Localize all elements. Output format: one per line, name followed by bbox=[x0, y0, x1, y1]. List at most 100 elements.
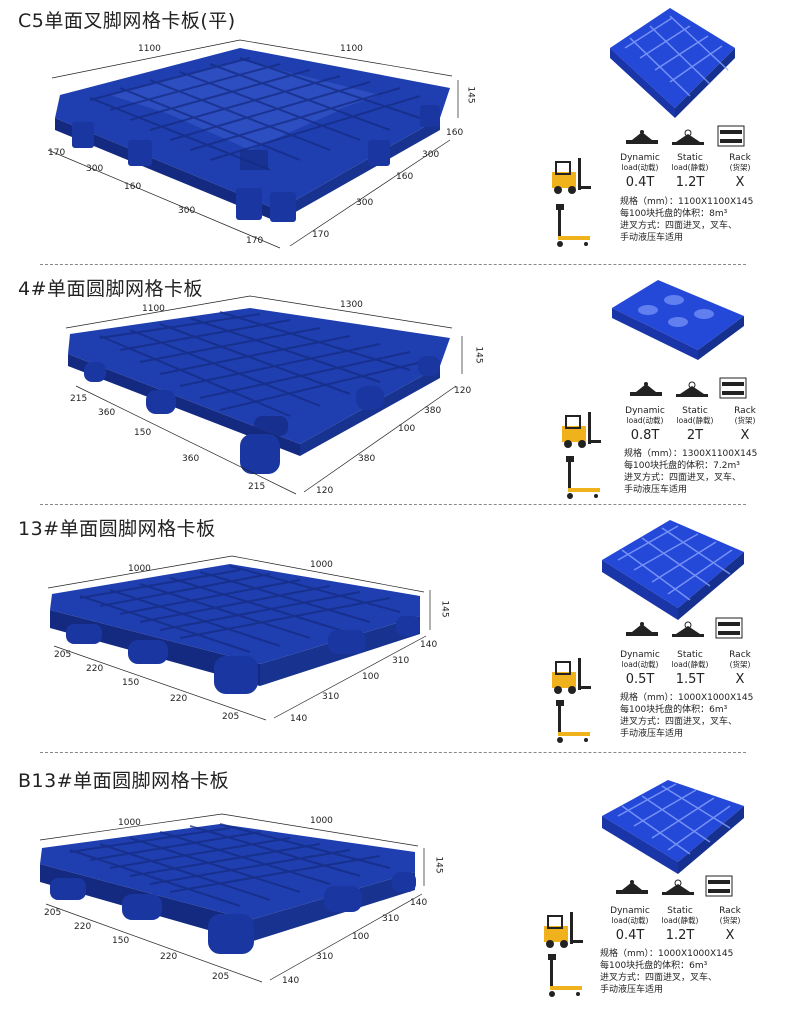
left-dim-4: 220 bbox=[170, 694, 188, 704]
load-static-icon bbox=[672, 621, 704, 637]
load-rack-label: Rack bbox=[729, 153, 751, 163]
load-rack-label: Rack bbox=[734, 406, 756, 416]
load-dynamic-icon bbox=[626, 622, 658, 636]
right-dim-5: 120 bbox=[316, 486, 334, 496]
spec-text: 规格（mm）：1000X1000X145 每100块托盘的体积：6m³ 进叉方式… bbox=[600, 948, 733, 996]
spec-volume: 每100块托盘的体积：6m³ bbox=[600, 961, 708, 971]
forklift-icon bbox=[544, 912, 583, 948]
left-dim-5: 215 bbox=[248, 482, 266, 492]
pallet-illustration bbox=[47, 39, 459, 249]
load-rack-icon bbox=[719, 377, 747, 399]
load-dynamic-label: Dynamic bbox=[620, 153, 660, 163]
load-rack-sub: (货架) bbox=[719, 916, 741, 925]
load-static-sub: load(静载) bbox=[676, 416, 714, 425]
top-dim-right: 1000 bbox=[310, 560, 333, 570]
load-rack: Rack (货架) X bbox=[720, 406, 770, 444]
left-dim-1: 205 bbox=[44, 908, 62, 918]
product-section-b13: B13#单面圆脚网格卡板 1000 1000 145 bbox=[0, 754, 790, 1023]
right-dim-4: 310 bbox=[316, 952, 334, 962]
spec-fork-entry: 进叉方式：四面进叉，叉车、 bbox=[624, 473, 742, 483]
right-dim-4: 380 bbox=[358, 454, 376, 464]
load-static: Static load(静载) 1.5T bbox=[665, 650, 715, 688]
left-dim-3: 150 bbox=[134, 428, 152, 438]
left-dim-1: 170 bbox=[48, 148, 66, 158]
load-rack-value: X bbox=[735, 672, 745, 687]
load-static-value: 2T bbox=[686, 428, 704, 443]
top-dim-right: 1000 bbox=[310, 816, 333, 826]
load-static-label: Static bbox=[682, 406, 708, 416]
load-static-sub: load(静载) bbox=[671, 163, 709, 172]
load-rack-sub: (货架) bbox=[734, 416, 756, 425]
right-dim-3: 100 bbox=[352, 932, 370, 942]
load-static-label: Static bbox=[667, 906, 693, 916]
load-dynamic-value: 0.4T bbox=[625, 175, 655, 190]
right-dim-1: 140 bbox=[410, 898, 428, 908]
top-dim-right: 1300 bbox=[340, 300, 363, 310]
top-dim-left: 1100 bbox=[142, 304, 165, 314]
left-dim-3: 160 bbox=[124, 182, 142, 192]
spec-volume: 每100块托盘的体积：7.2m³ bbox=[624, 461, 740, 471]
left-dim-1: 205 bbox=[54, 650, 72, 660]
right-dim-2: 300 bbox=[422, 150, 440, 160]
spec-volume: 每100块托盘的体积：6m³ bbox=[620, 705, 728, 715]
right-dim-5: 170 bbox=[312, 230, 330, 240]
spec-applicable: 手动液压车适用 bbox=[600, 985, 664, 995]
section-divider bbox=[40, 504, 746, 505]
load-static-value: 1.2T bbox=[665, 928, 695, 943]
left-dim-4: 360 bbox=[182, 454, 200, 464]
spec-text: 规格（mm）：1000X1000X145 每100块托盘的体积：6m³ 进叉方式… bbox=[620, 692, 753, 740]
left-dim-5: 205 bbox=[212, 972, 230, 982]
spec-applicable: 手动液压车适用 bbox=[620, 729, 684, 739]
load-dynamic-sub: load(动载) bbox=[621, 660, 659, 669]
left-dim-2: 220 bbox=[74, 922, 92, 932]
load-rack-sub: (货架) bbox=[729, 660, 751, 669]
load-ratings: Dynamic load(动载) 0.4T Static load(静载) 1.… bbox=[615, 153, 765, 191]
hand-pallet-jack-icon bbox=[556, 204, 590, 247]
load-ratings: Dynamic load(动载) 0.5T Static load(静载) 1.… bbox=[615, 650, 765, 688]
load-rack: Rack (货架) X bbox=[715, 153, 765, 191]
product-title: 4#单面圆脚网格卡板 bbox=[18, 278, 204, 300]
spec-text: 规格（mm）：1100X1100X145 每100块托盘的体积：8m³ 进叉方式… bbox=[620, 196, 753, 244]
right-dim-5: 140 bbox=[282, 976, 300, 986]
spec-size: 规格（mm）：1000X1000X145 bbox=[620, 693, 754, 703]
pallet-illustration bbox=[47, 555, 431, 721]
top-dim-left: 1100 bbox=[138, 44, 161, 54]
height-dim: 145 bbox=[473, 346, 484, 364]
dimension-lines bbox=[39, 813, 425, 983]
right-dim-3: 100 bbox=[398, 424, 416, 434]
spec-fork-entry: 进叉方式：四面进叉，叉车、 bbox=[620, 221, 738, 231]
product-section-13: 13#单面圆脚网格卡板 1000 1000 145 bbox=[0, 506, 790, 752]
load-static-icon bbox=[662, 879, 694, 895]
hand-pallet-jack-icon bbox=[566, 456, 600, 499]
left-dim-5: 170 bbox=[246, 236, 264, 246]
right-dim-2: 380 bbox=[424, 406, 442, 416]
product-title: C5单面叉脚网格卡板(平) bbox=[18, 10, 236, 32]
load-rack-value: X bbox=[725, 928, 735, 943]
load-rack-icon bbox=[717, 125, 745, 147]
pallet-shape bbox=[55, 48, 450, 222]
section-divider bbox=[40, 752, 746, 753]
height-dim: 145 bbox=[433, 856, 444, 874]
load-static-icon bbox=[676, 381, 708, 397]
pallet-shape bbox=[68, 308, 450, 474]
left-dim-3: 150 bbox=[122, 678, 140, 688]
pallet-illustration bbox=[65, 295, 463, 495]
load-dynamic: Dynamic load(动载) 0.4T bbox=[615, 153, 665, 191]
load-static: Static load(静载) 2T bbox=[670, 406, 720, 444]
load-dynamic: Dynamic load(动载) 0.4T bbox=[605, 906, 655, 944]
left-dim-4: 220 bbox=[160, 952, 178, 962]
pallet-photo bbox=[602, 520, 744, 620]
right-dim-1: 140 bbox=[420, 640, 438, 650]
right-dim-2: 310 bbox=[392, 656, 410, 666]
right-dim-5: 140 bbox=[290, 714, 308, 724]
dimension-lines bbox=[65, 295, 463, 495]
load-static-sub: load(静载) bbox=[661, 916, 699, 925]
load-ratings: Dynamic load(动载) 0.4T Static load(静载) 1.… bbox=[605, 906, 755, 944]
right-dim-1: 160 bbox=[446, 128, 464, 138]
left-dim-3: 150 bbox=[112, 936, 130, 946]
load-dynamic: Dynamic load(动载) 0.8T bbox=[620, 406, 670, 444]
load-static-icon bbox=[672, 129, 704, 145]
load-dynamic-sub: load(动载) bbox=[626, 416, 664, 425]
spec-size: 规格（mm）：1000X1000X145 bbox=[600, 949, 734, 959]
product-section-4: 4#单面圆脚网格卡板 1100 1300 bbox=[0, 266, 790, 506]
